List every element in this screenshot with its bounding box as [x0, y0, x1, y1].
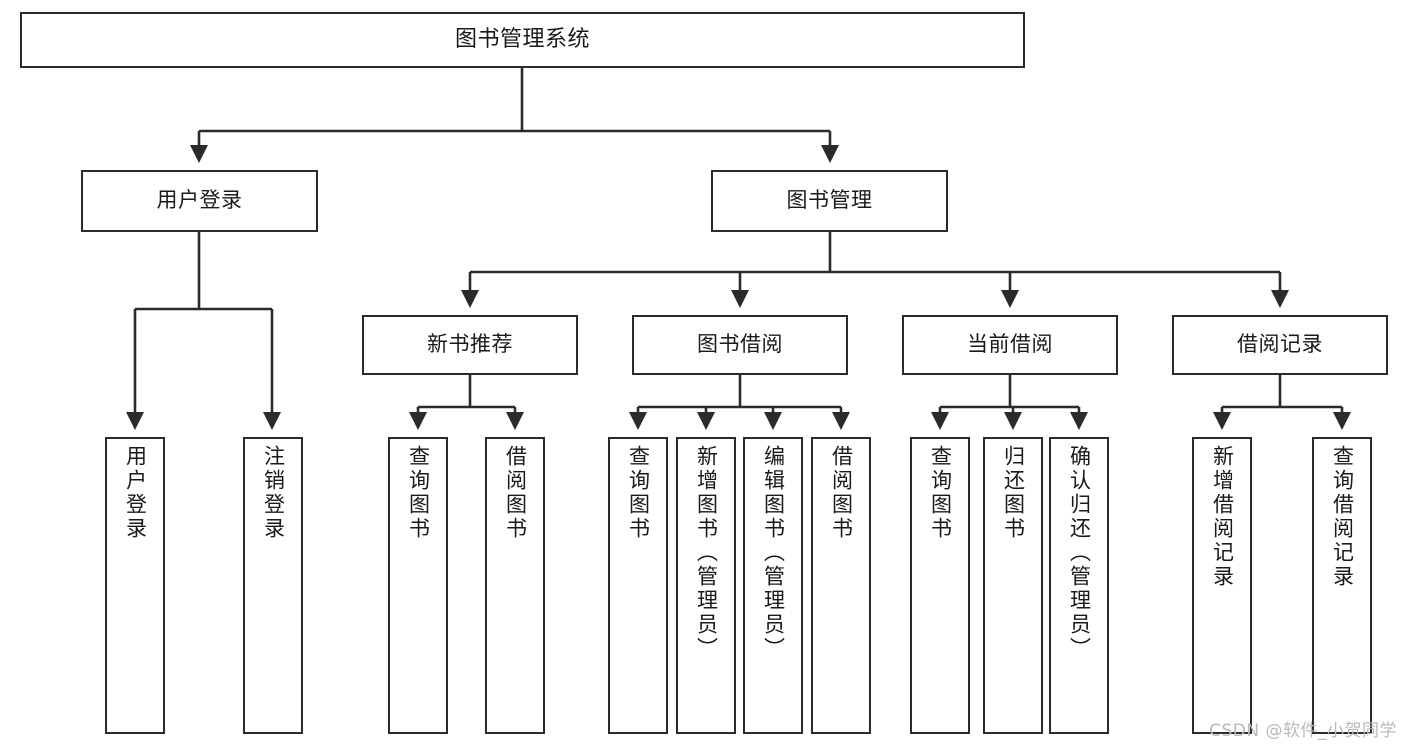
node-label: 查询图书 [626, 445, 651, 541]
leaf-borrow-book[interactable]: 借阅图书 [811, 437, 871, 734]
node-new-book-recommend[interactable]: 新书推荐 [362, 315, 578, 375]
node-label: 新增图书（管理员） [694, 445, 719, 661]
node-user-login-group[interactable]: 用户登录 [81, 170, 318, 232]
leaf-edit-book-admin[interactable]: 编辑图书（管理员） [743, 437, 803, 734]
leaf-add-borrow-record[interactable]: 新增借阅记录 [1192, 437, 1252, 734]
node-label: 图书管理 [786, 188, 873, 213]
node-label: 图书借阅 [697, 332, 783, 357]
leaf-confirm-return-admin[interactable]: 确认归还（管理员） [1049, 437, 1109, 734]
node-root-system[interactable]: 图书管理系统 [20, 12, 1025, 68]
node-label: 借阅图书 [829, 445, 854, 541]
node-book-management-group[interactable]: 图书管理 [711, 170, 948, 232]
node-label: 新增借阅记录 [1210, 445, 1235, 589]
node-label: 新书推荐 [427, 332, 513, 357]
node-label: 确认归还（管理员） [1067, 445, 1092, 661]
csdn-watermark: CSDN @软件_小贺同学 [1209, 721, 1397, 741]
node-book-borrow[interactable]: 图书借阅 [632, 315, 848, 375]
node-label: 查询图书 [928, 445, 953, 541]
node-label: 图书管理系统 [454, 26, 590, 52]
leaf-user-login[interactable]: 用户登录 [105, 437, 165, 734]
leaf-borrow-book-recommend[interactable]: 借阅图书 [485, 437, 545, 734]
node-label: 编辑图书（管理员） [761, 445, 786, 661]
node-label: 归还图书 [1001, 445, 1026, 541]
node-label: 查询借阅记录 [1330, 445, 1355, 589]
node-label: 用户登录 [123, 445, 148, 541]
leaf-query-borrow-record[interactable]: 查询借阅记录 [1312, 437, 1372, 734]
leaf-query-book-current[interactable]: 查询图书 [910, 437, 970, 734]
leaf-query-book-recommend[interactable]: 查询图书 [388, 437, 448, 734]
leaf-user-logout[interactable]: 注销登录 [243, 437, 303, 734]
node-label: 借阅记录 [1237, 332, 1323, 357]
node-label: 查询图书 [406, 445, 431, 541]
leaf-return-book[interactable]: 归还图书 [983, 437, 1043, 734]
leaf-query-book-borrow[interactable]: 查询图书 [608, 437, 668, 734]
node-current-borrow[interactable]: 当前借阅 [902, 315, 1118, 375]
leaf-add-book-admin[interactable]: 新增图书（管理员） [676, 437, 736, 734]
node-borrow-record[interactable]: 借阅记录 [1172, 315, 1388, 375]
node-label: 借阅图书 [503, 445, 528, 541]
node-label: 当前借阅 [967, 332, 1053, 357]
node-label: 注销登录 [261, 445, 286, 541]
node-label: 用户登录 [156, 188, 243, 213]
